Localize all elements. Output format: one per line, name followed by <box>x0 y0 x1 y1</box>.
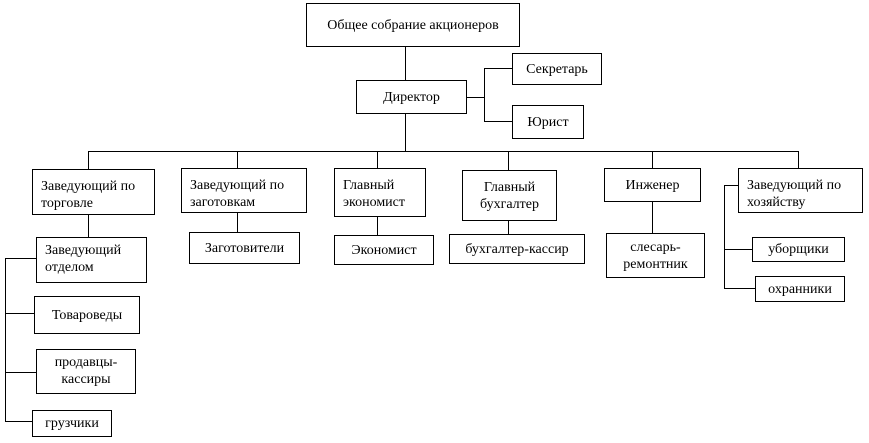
node-shareholders: Общее собрание акционеров <box>306 3 520 47</box>
node-mechanic: слесарь- ремонтник <box>606 233 705 278</box>
node-guards: охранники <box>755 276 845 302</box>
node-accountant-cashier: бухгалтер-кассир <box>449 234 585 264</box>
node-engineer: Инженер <box>604 168 701 202</box>
node-chief-economist: Главный экономист <box>334 168 426 217</box>
node-household-head: Заведующий по хозяйству <box>738 168 863 213</box>
node-economist: Экономист <box>334 235 434 265</box>
node-lawyer: Юрист <box>512 105 584 139</box>
node-sellers-cashiers: продавцы- кассиры <box>36 349 136 394</box>
node-director: Директор <box>356 80 467 114</box>
node-dept-head: Заведующий отделом <box>36 237 147 283</box>
node-secretary: Секретарь <box>512 53 602 85</box>
node-chief-accountant: Главный бухгалтер <box>462 170 557 221</box>
node-procurement-head: Заведующий по заготовкам <box>181 168 307 213</box>
node-cleaners: уборщики <box>752 237 845 262</box>
node-loaders: грузчики <box>32 410 112 437</box>
node-merchandisers: Товароведы <box>34 296 140 334</box>
node-procurers: Заготовители <box>189 232 300 264</box>
node-trade-head: Заведующий по торговле <box>32 169 155 215</box>
